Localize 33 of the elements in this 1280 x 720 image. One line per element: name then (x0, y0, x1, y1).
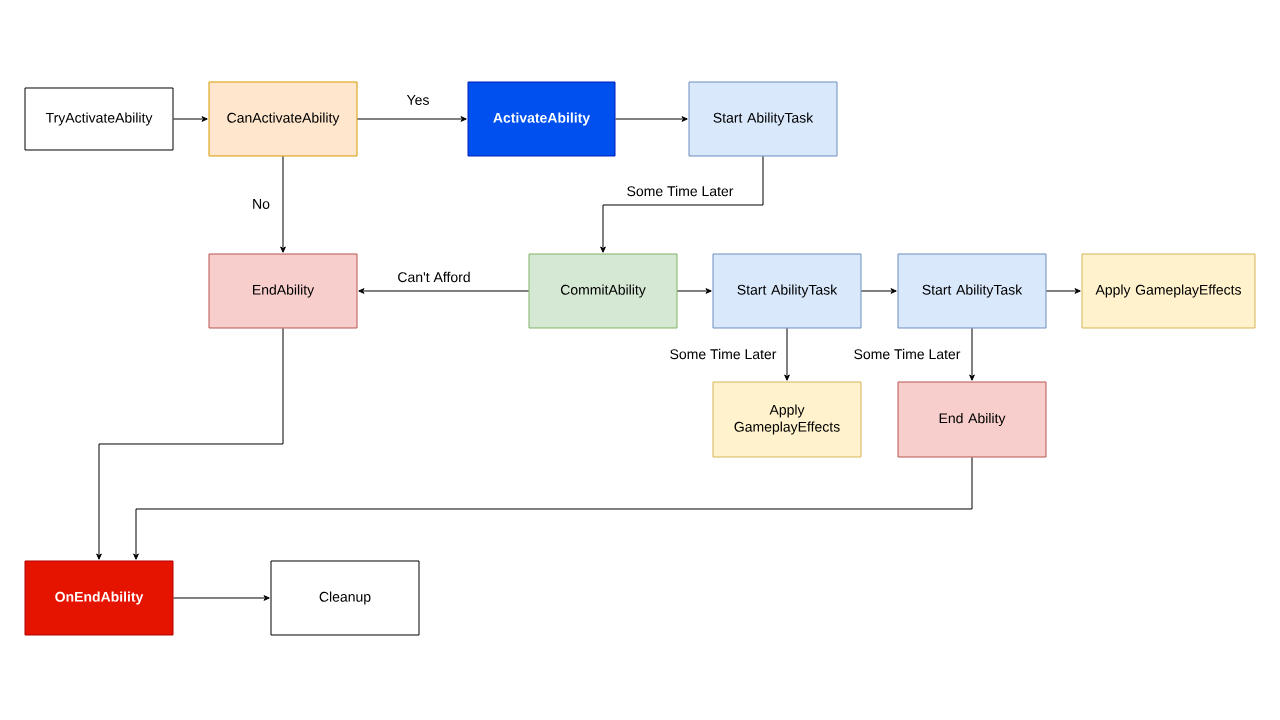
edge-label: Yes (405, 94, 431, 106)
process-box: Apply GameplayEffects (1081, 253, 1256, 329)
process-box: End Ability (897, 381, 1047, 458)
arrow (133, 457, 973, 560)
arrow (357, 116, 467, 122)
arrow (600, 156, 764, 253)
arrow (677, 288, 712, 294)
edge-label: Can't Afford (396, 270, 472, 284)
process-box: CommitAbility (528, 253, 678, 329)
arrow (615, 116, 688, 122)
arrow (280, 156, 286, 253)
arrow (173, 595, 270, 601)
process-box: EndAbility (208, 253, 358, 329)
process-box: Apply GameplayEffects (712, 381, 862, 458)
edge-label: No (251, 198, 271, 210)
process-box: TryActivateAbility (24, 87, 174, 151)
arrow (784, 328, 790, 381)
process-box: CanActivateAbility (208, 81, 358, 157)
process-box: Cleanup (270, 560, 420, 636)
process-box: Start AbilityTask (688, 81, 838, 157)
edge-label: Some Time Later (852, 347, 962, 361)
arrow (861, 288, 897, 294)
arrow (96, 328, 284, 560)
arrow (358, 288, 529, 294)
process-box: ActivateAbility (467, 81, 616, 157)
process-box: Start AbilityTask (712, 253, 862, 329)
process-box: Start AbilityTask (897, 253, 1047, 329)
arrow (173, 116, 208, 122)
process-box: OnEndAbility (24, 560, 174, 636)
arrow (1046, 288, 1081, 294)
edge-label: Some Time Later (625, 184, 735, 198)
edge-label: Some Time Later (668, 347, 778, 361)
arrow (969, 328, 975, 381)
